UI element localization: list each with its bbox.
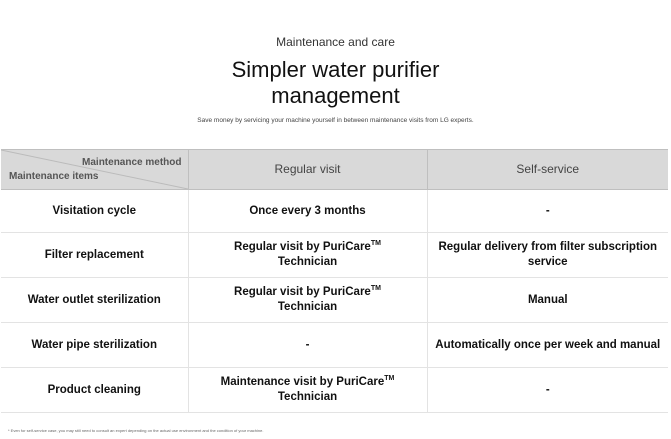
table-row: Product cleaning Maintenance visit by Pu… (1, 367, 668, 413)
diagonal-divider (1, 150, 188, 189)
row-regular-text-2: Technician (277, 301, 338, 313)
row-self: Manual (426, 277, 668, 323)
maintenance-table: Maintenance method Maintenance items Reg… (1, 149, 668, 413)
row-regular: - (187, 322, 427, 368)
col-header-regular-visit: Regular visit (187, 149, 427, 190)
trademark-mark: TM (370, 285, 381, 293)
corner-top-label: Maintenance method (82, 157, 182, 168)
row-self: Automatically once per week and manual (426, 322, 668, 368)
row-item: Product cleaning (1, 367, 188, 413)
row-regular-text: Maintenance visit by PuriCare (220, 376, 385, 388)
table-row: Water pipe sterilization - Automatically… (1, 322, 668, 368)
row-item: Filter replacement (1, 232, 188, 278)
table-header-row: Maintenance method Maintenance items Reg… (1, 149, 668, 190)
subtitle: Save money by servicing your machine you… (197, 117, 474, 124)
page-title: Simpler water purifier management (0, 57, 671, 109)
row-regular: Once every 3 months (187, 189, 427, 233)
row-regular: Regular visit by PuriCareTM Technician (187, 277, 427, 323)
table-row: Water outlet sterilization Regular visit… (1, 277, 668, 323)
row-regular-text-2: Technician (277, 256, 338, 268)
row-regular-text-2: Technician (277, 391, 338, 403)
title-line-2: management (271, 83, 400, 108)
eyebrow-label: Maintenance and care (276, 35, 395, 49)
row-self: Regular delivery from filter subscriptio… (426, 232, 668, 278)
row-item: Visitation cycle (1, 189, 188, 233)
table-row: Filter replacement Regular visit by Puri… (1, 232, 668, 278)
row-regular-text: Regular visit by PuriCare (234, 286, 371, 298)
row-regular: Regular visit by PuriCareTM Technician (187, 232, 427, 278)
col-header-self-service: Self-service (426, 149, 668, 190)
trademark-mark: TM (370, 240, 381, 248)
footnote: * Even for self-service case, you may st… (8, 428, 264, 433)
corner-header: Maintenance method Maintenance items (1, 149, 188, 190)
row-self: - (426, 367, 668, 413)
row-item: Water pipe sterilization (1, 322, 188, 368)
row-self: - (426, 189, 668, 233)
trademark-mark: TM (384, 375, 395, 383)
table-row: Visitation cycle Once every 3 months - (1, 189, 668, 233)
row-regular: Maintenance visit by PuriCareTM Technici… (187, 367, 427, 413)
row-item: Water outlet sterilization (1, 277, 188, 323)
title-line-1: Simpler water purifier (231, 57, 440, 82)
row-regular-text: Regular visit by PuriCare (234, 241, 371, 253)
corner-bottom-label: Maintenance items (9, 171, 99, 182)
